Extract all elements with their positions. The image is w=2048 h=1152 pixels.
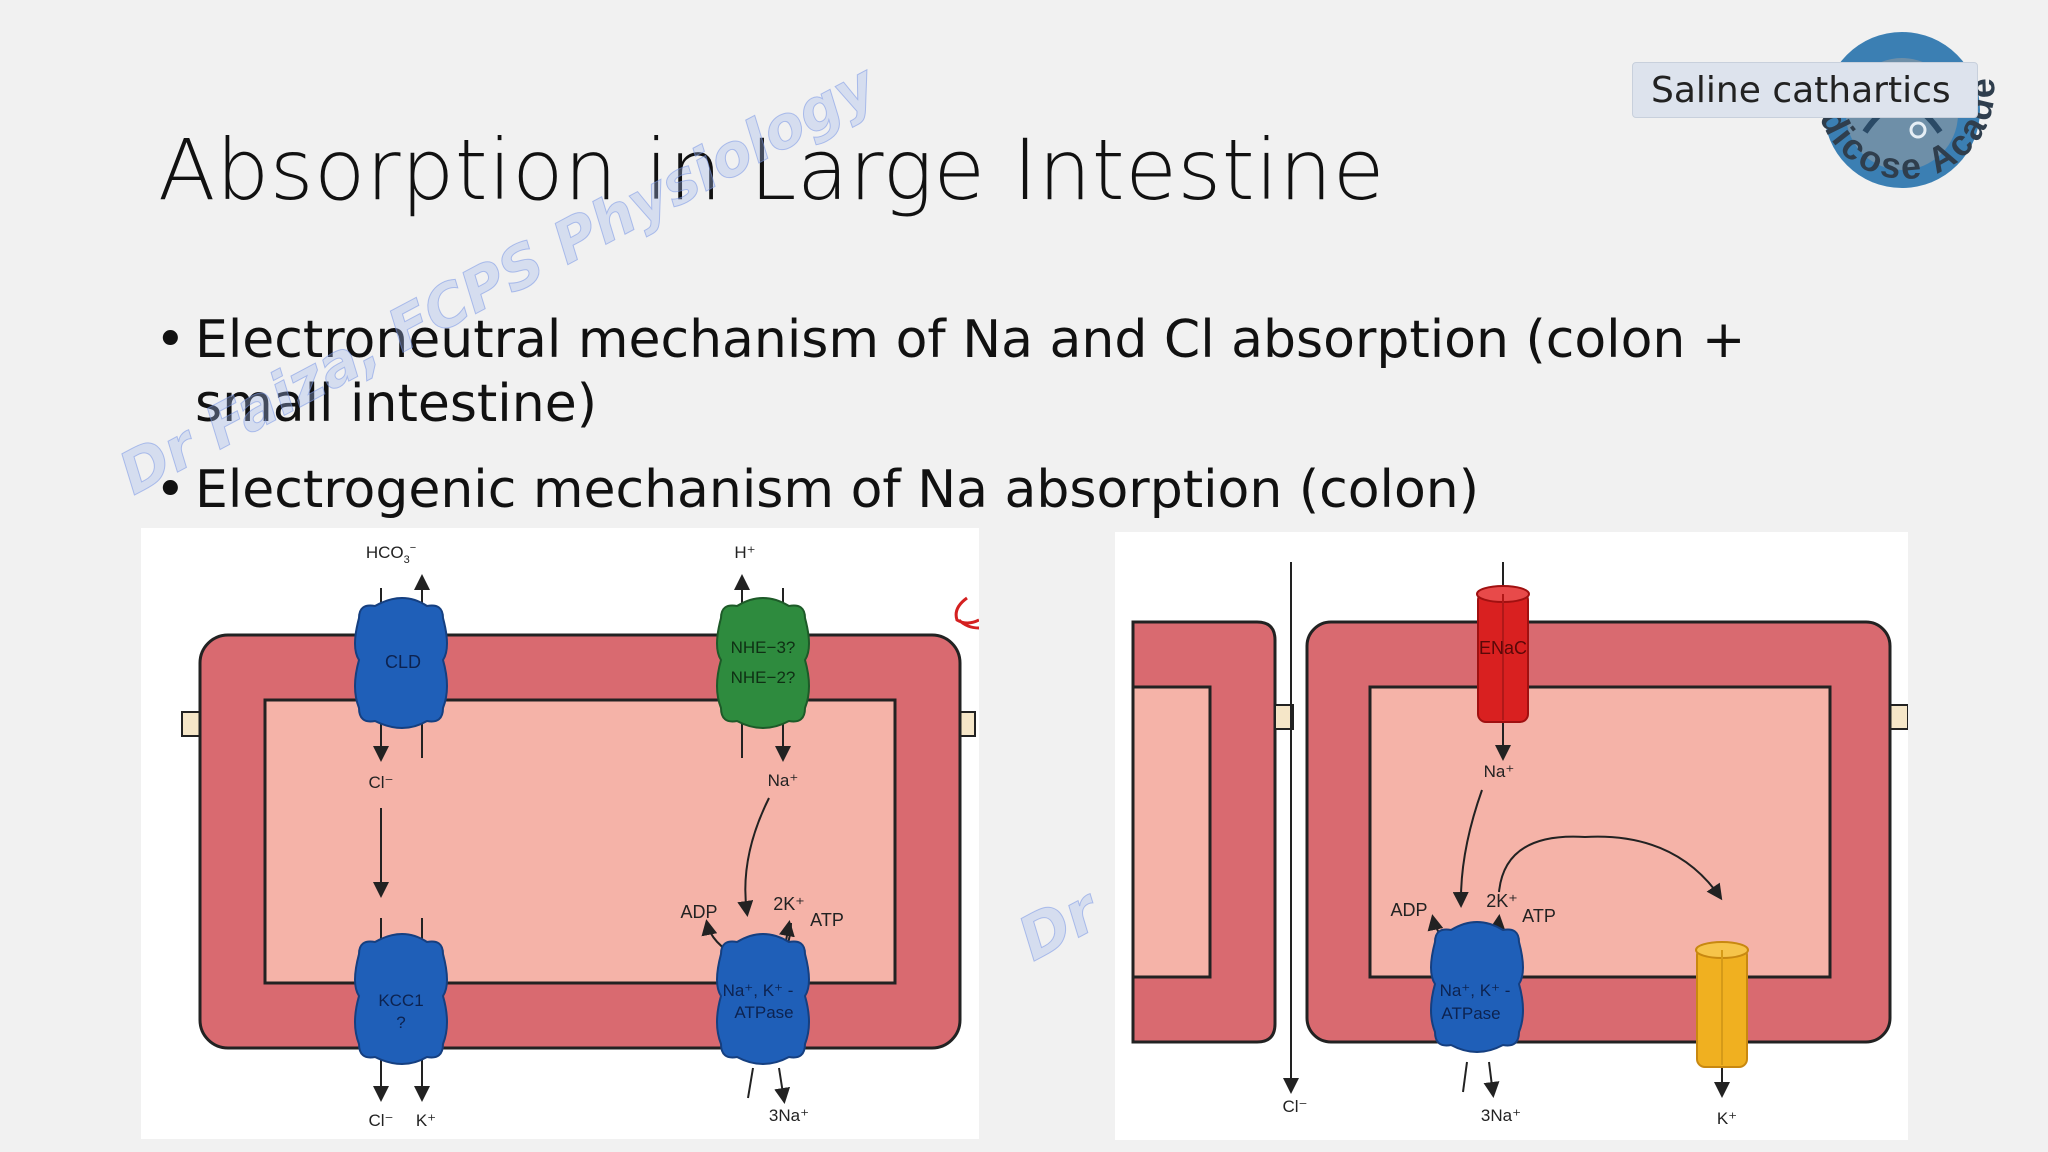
na-k-atpase-right: Na⁺, K⁺ - ATPase <box>1430 921 1524 1053</box>
adp-label: ADP <box>680 902 717 922</box>
na-k-atpase-left: Na⁺, K⁺ - ATPase <box>716 933 810 1065</box>
nhe-transporter: NHE−3? NHE−2? <box>716 597 810 729</box>
electrogenic-diagram: Cl⁻ ENaC Na⁺ Na⁺, K⁺ - ATPase ADP 2K⁺ AT… <box>1115 532 1908 1140</box>
adp-label: ADP <box>1390 900 1427 920</box>
two-k-label: 2K⁺ <box>1486 891 1518 911</box>
bullet-list: • Electroneutral mechanism of Na and Cl … <box>155 308 1855 544</box>
atp-label: ATP <box>810 910 844 930</box>
electroneutral-diagram-svg: CLD HCO3− NHE−3? NHE−2? H⁺ Cl⁻ Na⁺ KCC1 … <box>181 542 979 1130</box>
kcc1-label: KCC1 <box>378 991 423 1010</box>
pump-label-line1: Na⁺, K⁺ - <box>723 981 794 1000</box>
cld-transporter: CLD <box>354 597 448 729</box>
tight-junction-left <box>181 711 201 737</box>
bullet-dot: • <box>155 310 186 370</box>
annotation-mark <box>954 596 979 630</box>
cl-minus-label: Cl⁻ <box>1282 1097 1307 1116</box>
na-plus-label: Na⁺ <box>768 771 799 790</box>
h-plus-label: H⁺ <box>734 543 755 562</box>
cell-inner <box>263 698 897 985</box>
tight-junction-left <box>1274 704 1294 730</box>
adjacent-cell-inner <box>1131 685 1212 979</box>
electroneutral-diagram: CLD HCO3− NHE−3? NHE−2? H⁺ Cl⁻ Na⁺ KCC1 … <box>141 528 979 1139</box>
hco3-label: HCO3− <box>366 542 416 566</box>
kcc1-question: ? <box>396 1013 405 1032</box>
nhe3-label: NHE−3? <box>731 638 796 657</box>
tight-junction-right <box>1889 704 1908 730</box>
three-na-label: 3Na⁺ <box>769 1106 809 1125</box>
bullet-text-electroneutral: Electroneutral mechanism of Na and Cl ab… <box>195 310 1746 434</box>
page-title: Absorption in Large Intestine <box>158 121 1385 219</box>
pump-label-line2: ATPase <box>1441 1004 1500 1023</box>
enac-channel: ENaC <box>1476 585 1530 723</box>
kcc1-transporter: KCC1 ? <box>354 933 448 1065</box>
nhe2-label: NHE−2? <box>731 668 796 687</box>
enac-label: ENaC <box>1479 638 1527 658</box>
k-bottom-label: K⁺ <box>416 1111 436 1130</box>
pump-label-line2: ATPase <box>734 1003 793 1022</box>
bullet-dot: • <box>155 460 186 520</box>
k-channel <box>1695 941 1749 1068</box>
academy-logo: dicose Academics <box>1772 0 2005 237</box>
na-plus-label: Na⁺ <box>1484 762 1515 781</box>
list-item: • Electroneutral mechanism of Na and Cl … <box>155 308 1855 436</box>
bullet-text-electrogenic: Electrogenic mechanism of Na absorption … <box>195 460 1480 520</box>
topic-label: Saline cathartics <box>1632 62 1978 118</box>
cl-bottom-label: Cl⁻ <box>368 1111 393 1130</box>
cld-label: CLD <box>385 652 421 672</box>
three-na-label: 3Na⁺ <box>1481 1106 1521 1125</box>
list-item: • Electrogenic mechanism of Na absorptio… <box>155 458 1855 522</box>
atp-label: ATP <box>1522 906 1556 926</box>
watermark-fragment: Dr <box>1007 875 1111 975</box>
k-plus-label: K⁺ <box>1717 1109 1737 1128</box>
pump-label-line1: Na⁺, K⁺ - <box>1440 981 1511 1000</box>
two-k-label: 2K⁺ <box>773 894 805 914</box>
cl-minus-label: Cl⁻ <box>368 773 393 792</box>
electrogenic-diagram-svg: Cl⁻ ENaC Na⁺ Na⁺, K⁺ - ATPase ADP 2K⁺ AT… <box>1131 562 1908 1128</box>
